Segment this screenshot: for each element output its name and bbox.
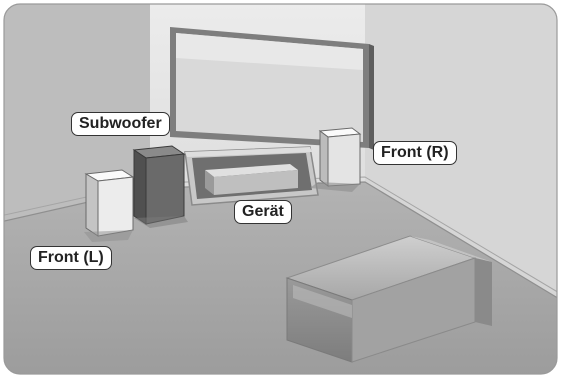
left-wall <box>4 4 150 222</box>
subwoofer-icon <box>132 145 188 228</box>
subwoofer-label: Subwoofer <box>71 112 170 136</box>
room-frame <box>3 3 558 375</box>
front-right-label: Front (R) <box>373 141 457 165</box>
front-right-speaker-icon <box>310 127 362 192</box>
device-label: Gerät <box>234 200 292 224</box>
front-left-label: Front (L) <box>30 246 112 270</box>
sofa-icon <box>285 235 492 363</box>
front-left-speaker-icon <box>84 169 135 242</box>
tv-icon <box>170 27 374 150</box>
device-icon <box>205 164 298 195</box>
right-wall <box>365 4 557 300</box>
